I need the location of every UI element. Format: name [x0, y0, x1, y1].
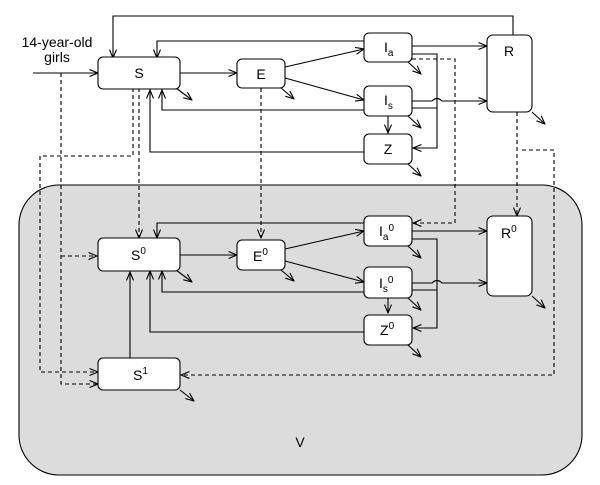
node-r: R	[486, 34, 533, 113]
node-s1-sup: 1	[142, 366, 148, 377]
arrow-r-s-top	[113, 15, 514, 58]
node-s1-base: S	[133, 367, 142, 383]
svg-text:R0: R0	[501, 224, 517, 241]
arrow-is-s	[162, 90, 364, 111]
node-s0-base: S	[131, 247, 140, 263]
svg-text:E0: E0	[253, 247, 268, 264]
arrow-is-r	[412, 99, 487, 102]
svg-text:Z0: Z0	[380, 321, 395, 338]
node-ia-sub: a	[388, 48, 394, 59]
outflow-r0	[531, 295, 545, 308]
node-e0-sup: 0	[262, 247, 268, 258]
outflow-s	[175, 87, 192, 100]
node-ia-base: I	[384, 39, 388, 55]
node-is-base: I	[384, 92, 388, 108]
svg-text:S: S	[134, 65, 143, 81]
node-is0-sup: 0	[388, 275, 394, 286]
entry-label-line1: 14-year-old	[22, 34, 93, 50]
outflow-z	[407, 163, 421, 176]
node-e: E	[236, 58, 286, 89]
node-s0: S0	[97, 237, 181, 272]
arrow-z0-s0	[150, 271, 364, 333]
outflow-ia	[407, 61, 421, 74]
node-r0: R0	[486, 215, 533, 297]
arrow-e-ia	[284, 49, 364, 68]
outflow-ia0	[407, 245, 421, 258]
dash-s-s1	[39, 88, 134, 372]
dash-ia-ia0	[412, 58, 456, 223]
svg-text:E: E	[256, 66, 265, 82]
outflow-e0	[280, 269, 294, 281]
node-r-label: R	[504, 43, 514, 59]
dash-entry-s1	[60, 73, 98, 384]
arrow-e0-ia0	[284, 231, 364, 250]
node-e-label: E	[256, 66, 265, 82]
outflow-r	[531, 111, 545, 124]
arrow-e0-is0	[284, 260, 364, 282]
dashed-flows	[39, 58, 555, 384]
svg-text:Z: Z	[384, 141, 393, 157]
arrow-is0-s0	[162, 271, 364, 293]
entry-label-line2: girls	[44, 49, 70, 65]
arrow-z-s	[150, 90, 364, 153]
arrow-ia-s	[157, 40, 364, 58]
node-s-label: S	[134, 65, 143, 81]
node-is: Is	[363, 85, 413, 117]
node-is0: Is0	[363, 266, 413, 299]
node-ia0-sup: 0	[388, 223, 394, 234]
outflow-z0	[407, 344, 421, 357]
node-z: Z	[363, 133, 413, 165]
node-is-sub: s	[388, 101, 393, 112]
node-z0-base: Z	[380, 322, 389, 338]
svg-text:Is: Is	[384, 92, 393, 112]
outflow-s0	[175, 269, 192, 282]
node-s: S	[97, 56, 181, 90]
node-ia0: Ia0	[363, 215, 413, 247]
node-is0-base: I	[379, 275, 383, 291]
node-r0-sup: 0	[511, 224, 517, 235]
node-r0-base: R	[501, 225, 511, 241]
node-s1: S1	[97, 357, 181, 391]
node-s0-sup: 0	[140, 246, 146, 257]
node-z0-sup: 0	[389, 321, 395, 332]
arrow-i-z-right	[412, 53, 438, 148]
svg-text:Ia0: Ia0	[379, 223, 394, 243]
outflow-is	[407, 115, 421, 128]
node-z0: Z0	[363, 314, 413, 346]
node-ia0-base: I	[379, 223, 383, 239]
node-ia0-sub: a	[383, 232, 389, 243]
node-e0: E0	[236, 239, 286, 271]
arrow-i0-z0-right	[412, 238, 438, 328]
node-ia: Ia	[363, 32, 413, 63]
vaccinated-region-label: V	[295, 434, 305, 450]
solid-flows	[33, 15, 545, 401]
outflow-is0	[407, 297, 421, 310]
svg-text:R: R	[504, 43, 514, 59]
node-z-label: Z	[384, 141, 393, 157]
svg-text:Ia: Ia	[384, 39, 394, 59]
svg-text:S0: S0	[131, 246, 146, 263]
node-is0-sub: s	[383, 284, 388, 295]
arrow-ia0-s0	[157, 222, 364, 238]
node-e0-base: E	[253, 248, 262, 264]
outflow-e	[280, 87, 294, 99]
arrow-e-is	[284, 77, 364, 100]
svg-text:Is0: Is0	[379, 275, 394, 295]
dash-r0-s1	[181, 149, 555, 375]
svg-text:S1: S1	[133, 366, 148, 383]
outflow-s1	[179, 389, 194, 401]
